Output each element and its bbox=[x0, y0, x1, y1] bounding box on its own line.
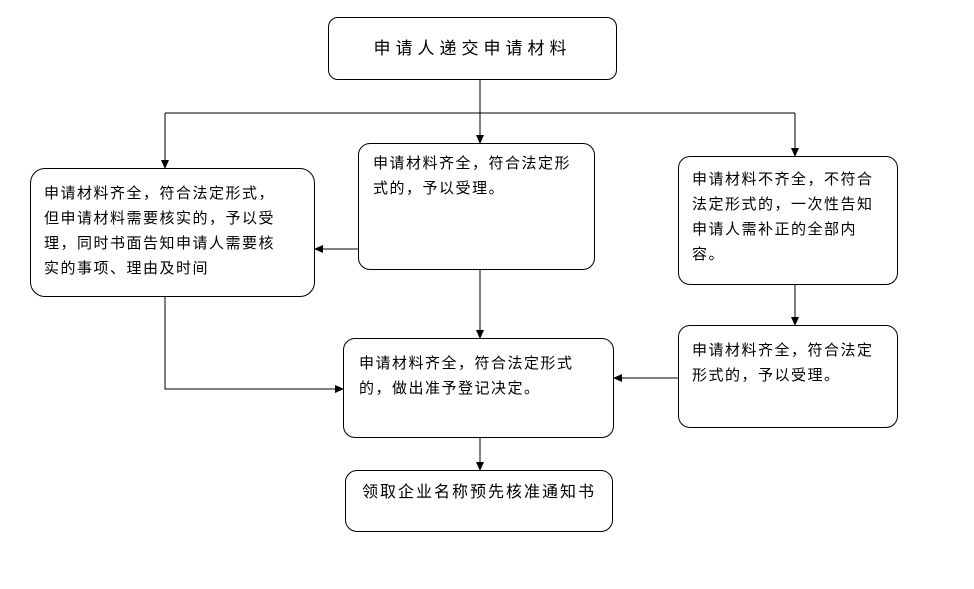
connector-verify-to-decision bbox=[164, 297, 344, 393]
flow-node-start: 申请人递交申请材料 bbox=[328, 17, 617, 80]
flow-node-incomplete: 申请材料不齐全，不符合 法定形式的，一次性告知 申请人需补正的全部内 容。 bbox=[678, 156, 898, 285]
flow-node-verify: 申请材料齐全，符合法定形式， 但申请材料需要核实的，予以受 理，同时书面告知申请… bbox=[30, 168, 315, 297]
flow-node-end: 领取企业名称预先核准通知书 bbox=[345, 470, 613, 532]
flow-node-accept2: 申请材料齐全，符合法定 形式的，予以受理。 bbox=[678, 325, 898, 428]
flow-node-start-label: 申请人递交申请材料 bbox=[373, 39, 572, 58]
flow-node-decision: 申请材料齐全，符合法定形式 的，做出准予登记决定。 bbox=[343, 338, 614, 438]
flow-node-accept: 申请材料齐全，符合法定形 式的，予以受理。 bbox=[358, 143, 595, 270]
